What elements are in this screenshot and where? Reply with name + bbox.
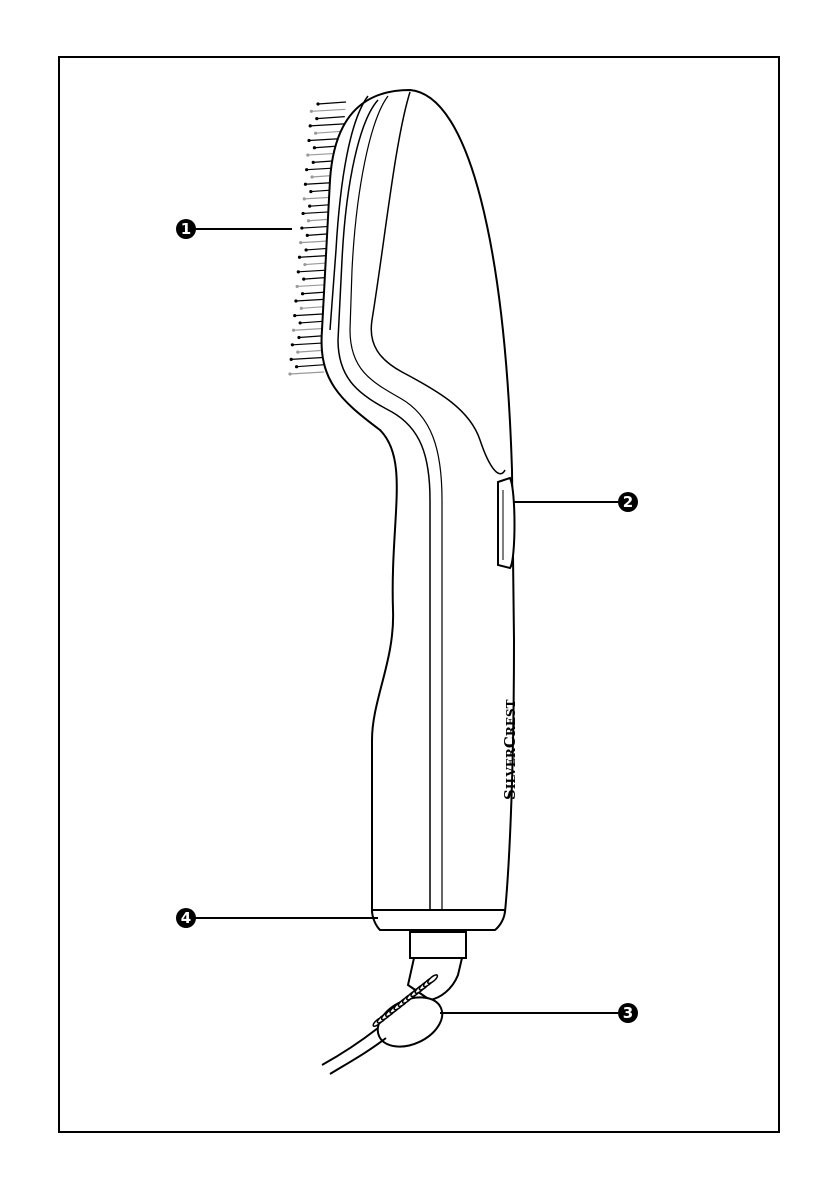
svg-text:2: 2 <box>623 493 633 511</box>
bristle-tip <box>303 197 306 200</box>
bristle-tip <box>304 183 307 186</box>
bristle-tip <box>291 343 294 346</box>
slide-switch <box>498 478 515 568</box>
bristle <box>317 117 345 119</box>
bristle-tip <box>316 102 319 105</box>
bristle-tip <box>296 351 299 354</box>
bristle-tip <box>310 175 313 178</box>
bristle-tip <box>299 241 302 244</box>
bristle-tip <box>290 358 293 361</box>
svg-text:1: 1 <box>181 220 191 238</box>
bristle-tip <box>310 110 313 113</box>
bristle-tip <box>296 285 299 288</box>
bristle <box>290 372 324 374</box>
callout-3: 3 <box>618 1003 638 1023</box>
bristle-tip <box>301 292 304 295</box>
bristle-tip <box>295 365 298 368</box>
svg-text:3: 3 <box>623 1004 633 1022</box>
bristle-tip <box>307 219 310 222</box>
bristle-tip <box>308 205 311 208</box>
callout-2: 2 <box>618 492 638 512</box>
bristle-tip <box>312 161 315 164</box>
bristle-tip <box>293 314 296 317</box>
bristle-tip <box>299 321 302 324</box>
bristle-tip <box>309 190 312 193</box>
bristle <box>318 102 346 104</box>
bristle <box>291 357 325 359</box>
bristle-tip <box>306 234 309 237</box>
bristle-tip <box>301 212 304 215</box>
bristle-tip <box>306 153 309 156</box>
bristle-tip <box>297 270 300 273</box>
bristle-tip <box>305 248 308 251</box>
bristle <box>297 365 325 367</box>
power-cable <box>322 1028 386 1074</box>
bristle-tip <box>292 329 295 332</box>
bristle-tip <box>302 278 305 281</box>
bristle-tip <box>309 124 312 127</box>
bristle-tip <box>294 299 297 302</box>
bristle-tip <box>288 372 291 375</box>
bristle-tip <box>297 336 300 339</box>
bristle-tip <box>307 139 310 142</box>
bristle-tip <box>300 307 303 310</box>
bristle-tip <box>300 226 303 229</box>
bristle-tip <box>313 146 316 149</box>
brush-body <box>322 90 514 920</box>
bristle-tip <box>298 256 301 259</box>
bristle-tip <box>315 117 318 120</box>
callout-4: 4 <box>176 908 196 928</box>
brand-logo: SILVERCREST <box>501 699 519 800</box>
svg-text:4: 4 <box>181 909 191 927</box>
bristle-tip <box>305 168 308 171</box>
handle-base-ring <box>372 910 505 930</box>
bristle-tip <box>303 263 306 266</box>
bristle <box>310 124 344 126</box>
bristle-tip <box>314 132 317 135</box>
bristle <box>311 109 345 111</box>
callout-1: 1 <box>176 219 196 239</box>
